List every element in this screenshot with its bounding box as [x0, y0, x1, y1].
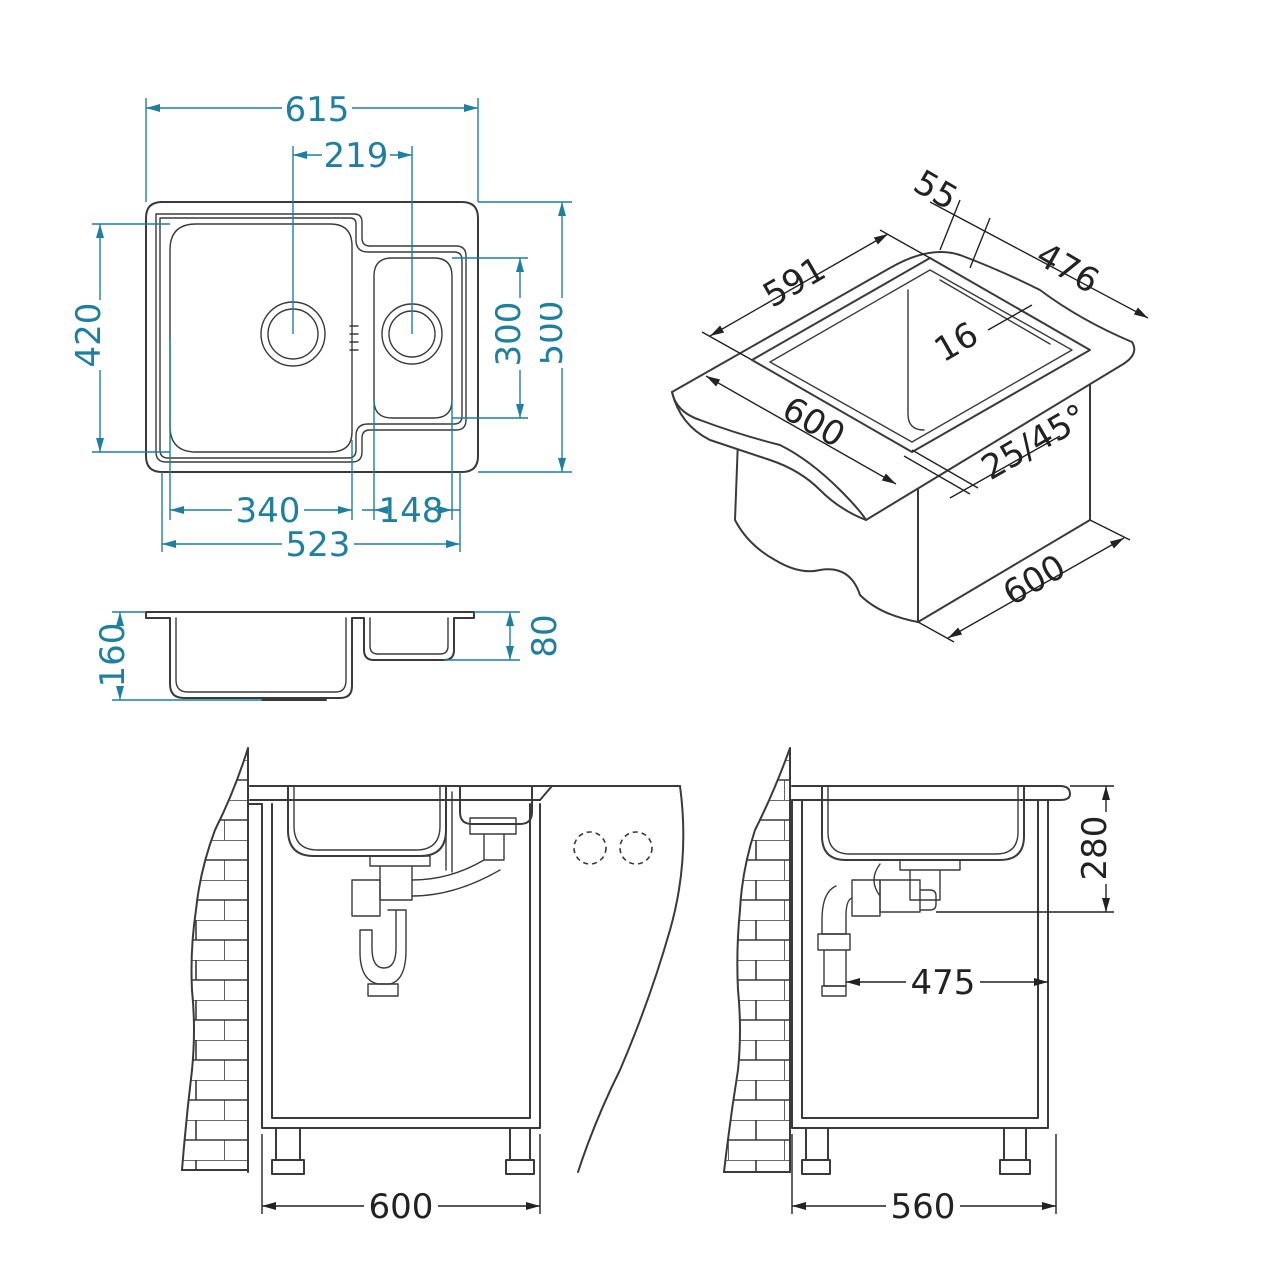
dimension-arrowhead	[558, 202, 566, 216]
label-280: 280	[1075, 816, 1115, 881]
front-installation-dimensions: 600	[261, 1134, 541, 1227]
dimension-arrowhead	[873, 234, 888, 245]
dimension-arrowhead	[516, 258, 524, 272]
dimension-arrowhead	[116, 686, 124, 700]
dimension-arrowhead	[96, 438, 104, 452]
dim-bowls-total-width: 523	[161, 472, 461, 565]
dimension-arrowhead	[464, 104, 478, 112]
dimension-arrowhead	[446, 540, 460, 548]
dim-overall-width: 615	[145, 88, 479, 202]
side-installation-dimensions: 560 280 475	[791, 785, 1126, 1227]
label-615: 615	[285, 90, 350, 130]
label-300: 300	[489, 302, 529, 367]
dimension-arrowhead	[558, 458, 566, 472]
dimension-arrowhead	[710, 325, 725, 336]
dimension-arrowhead	[792, 1202, 806, 1210]
dimension-arrowhead	[374, 506, 388, 514]
label-523: 523	[286, 525, 351, 565]
label-600-front: 600	[369, 1187, 434, 1227]
dim-small-bowl-depth: 300	[452, 257, 540, 419]
dim-small-bowl-width: 148	[362, 400, 460, 531]
dimension-arrowhead	[262, 1202, 276, 1210]
dimension-arrowhead	[1109, 538, 1124, 549]
dimension-arrowhead	[516, 404, 524, 418]
dimension-arrowhead	[438, 506, 452, 514]
dimension-arrowhead	[293, 151, 307, 159]
dimension-arrowhead	[881, 473, 896, 484]
dim-drain-spacing: 219	[292, 134, 413, 334]
label-80: 80	[525, 614, 565, 657]
label-420: 420	[69, 303, 109, 368]
label-591: 591	[756, 249, 832, 316]
dimension-arrowhead	[338, 506, 352, 514]
dimension-arrowhead	[846, 978, 860, 986]
top-view-dimensions: 615 219 500 420 300	[69, 88, 582, 565]
dim-main-bowl-width: 340	[169, 340, 353, 531]
dimension-arrowhead	[398, 151, 412, 159]
dimension-arrowhead	[948, 627, 963, 638]
side-section-dimensions: 160 80	[93, 611, 565, 701]
dimension-arrowhead	[1133, 307, 1148, 318]
dimension-arrowhead	[1042, 1202, 1056, 1210]
side-section-view	[145, 611, 475, 701]
label-148: 148	[379, 491, 444, 531]
label-475: 475	[911, 963, 976, 1003]
dimension-arrowhead	[1102, 898, 1110, 912]
isometric-view	[671, 251, 1136, 623]
dimension-arrowhead	[162, 540, 176, 548]
side-installation-view	[722, 747, 1071, 1175]
dimension-arrowhead	[1034, 978, 1048, 986]
dimension-arrowhead	[96, 224, 104, 238]
dimension-arrowhead	[146, 104, 160, 112]
dimension-arrowhead	[526, 1202, 540, 1210]
dimension-arrowhead	[170, 506, 184, 514]
top-view	[145, 201, 479, 473]
dimension-arrowheads	[96, 104, 1148, 1210]
dim-main-bowl-depth: 420	[69, 223, 170, 453]
dimension-arrowhead	[706, 376, 721, 387]
label-219: 219	[324, 136, 389, 176]
label-560: 560	[891, 1187, 956, 1227]
front-installation-view	[180, 747, 685, 1175]
dimension-arrowhead	[506, 646, 514, 660]
label-160: 160	[93, 623, 133, 688]
dimension-arrowhead	[116, 612, 124, 626]
dimension-arrowhead	[506, 612, 514, 626]
dimension-arrowhead	[1102, 786, 1110, 800]
